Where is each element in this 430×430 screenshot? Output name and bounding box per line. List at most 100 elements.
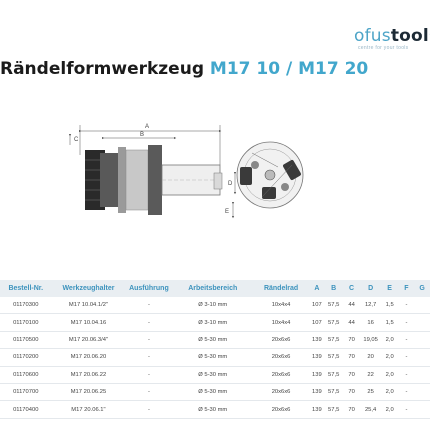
table-cell: M17 10.04.1/2"	[51, 297, 126, 315]
table-cell	[414, 348, 430, 367]
table-cell: 01170400	[0, 400, 52, 419]
table-cell: M17 20.06.22	[51, 366, 126, 384]
table-cell: 01170200	[0, 348, 52, 367]
table-cell: 57,5	[324, 331, 343, 350]
title-main: Rändelformwerkzeug	[0, 59, 204, 79]
table-cell: 10x4x4	[253, 313, 310, 332]
table-cell: 57,5	[324, 383, 343, 402]
table-cell: 20x6x6	[253, 400, 310, 419]
table-cell: Ø 3-10 mm	[172, 313, 254, 332]
table-cell: 57,5	[324, 348, 343, 367]
table-cell: 44	[342, 297, 361, 315]
table-cell: 139	[309, 400, 325, 419]
table-cell: -	[125, 297, 173, 315]
table-cell: 20x6x6	[253, 383, 310, 402]
table-cell: 01170700	[0, 383, 52, 402]
table-cell: 2,0	[380, 348, 399, 367]
brand-tagline: centre for your tools	[358, 45, 409, 51]
column-header: Rändelrad	[253, 280, 310, 297]
column-header: A	[309, 280, 325, 297]
table-row: 01170200 M17 20.06.20 - Ø 5-30 mm 20x6x6…	[0, 348, 430, 367]
table-cell: -	[398, 400, 415, 419]
table-cell: Ø 5-30 mm	[172, 366, 254, 384]
table-cell: M17 20.06.1"	[51, 400, 126, 419]
table-cell: -	[125, 400, 173, 419]
table-cell: 1,5	[380, 297, 399, 315]
table-cell: M17 20.06.25	[51, 383, 126, 402]
table-cell	[414, 297, 430, 315]
table-row: 01170400 M17 20.06.1" - Ø 5-30 mm 20x6x6…	[0, 400, 430, 419]
brand-name-part2: tools	[390, 26, 430, 46]
table-cell: -	[398, 313, 415, 332]
table-cell: 10x4x4	[253, 297, 310, 315]
table-cell: 01170500	[0, 331, 52, 350]
column-header: G	[414, 280, 430, 297]
table-cell: 70	[342, 383, 361, 402]
dim-label-e: E	[225, 209, 229, 215]
table-cell: 70	[342, 348, 361, 367]
dim-label-a: A	[145, 124, 149, 130]
table-cell: 57,5	[324, 400, 343, 419]
table-cell: -	[398, 297, 415, 315]
table-cell: 57,5	[324, 297, 343, 315]
table-cell	[414, 400, 430, 419]
column-header: B	[324, 280, 343, 297]
table-row: 01170500 M17 20.06.3/4" - Ø 5-30 mm 20x6…	[0, 331, 430, 350]
column-header: Bestell-Nr.	[0, 280, 52, 297]
brand-logo: ofustools	[354, 26, 430, 46]
table-row: 01170100 M17 10.04.16 - Ø 3-10 mm 10x4x4…	[0, 313, 430, 332]
table-cell	[414, 313, 430, 332]
table-cell: 57,5	[324, 366, 343, 384]
table-cell: 70	[342, 331, 361, 350]
table-cell: -	[398, 348, 415, 367]
table-cell: Ø 5-30 mm	[172, 400, 254, 419]
page-title: Rändelformwerkzeug M17 10 / M17 20	[0, 59, 368, 79]
table-cell: 139	[309, 331, 325, 350]
column-header: F	[398, 280, 415, 297]
dim-label-b: B	[140, 132, 144, 138]
table-cell: -	[398, 331, 415, 350]
table-cell: 01170300	[0, 297, 52, 315]
column-header: Ausführung	[125, 280, 173, 297]
dim-label-c: C	[74, 137, 79, 143]
product-table: Bestell-Nr. Werkzeughalter Ausführung Ar…	[0, 280, 430, 419]
table-cell: 70	[342, 366, 361, 384]
table-cell: 2,0	[380, 366, 399, 384]
table-row: 01170600 M17 20.06.22 - Ø 5-30 mm 20x6x6…	[0, 366, 430, 384]
table-cell	[414, 331, 430, 350]
technical-drawing: A B C D E	[68, 124, 304, 219]
table-cell: 139	[309, 383, 325, 402]
table-cell: Ø 5-30 mm	[172, 383, 254, 402]
table-cell: 01170600	[0, 366, 52, 384]
table-cell: M17 20.06.3/4"	[51, 331, 126, 350]
table-cell: -	[125, 366, 173, 384]
table-cell: 1,5	[380, 313, 399, 332]
table-cell: Ø 5-30 mm	[172, 348, 254, 367]
table-cell: 139	[309, 348, 325, 367]
column-header: Arbeitsbereich	[172, 280, 254, 297]
table-cell: -	[125, 348, 173, 367]
table-cell: 107	[309, 313, 325, 332]
table-cell: 01170100	[0, 313, 52, 332]
table-cell: 2,0	[380, 383, 399, 402]
table-cell: 16	[360, 313, 381, 332]
table-cell: -	[398, 366, 415, 384]
table-cell: 2,0	[380, 331, 399, 350]
brand-name-part1: ofus	[354, 26, 391, 46]
table-cell	[414, 383, 430, 402]
title-model: M17 10 / M17 20	[209, 59, 369, 79]
column-header: E	[380, 280, 399, 297]
table-cell: 20x6x6	[253, 348, 310, 367]
table-cell: 20	[360, 348, 381, 367]
table-cell: 57,5	[324, 313, 343, 332]
table-cell: 20x6x6	[253, 366, 310, 384]
table-cell: M17 20.06.20	[51, 348, 126, 367]
dimension-lines	[68, 125, 237, 219]
dimension-labels: A B C D E	[74, 124, 233, 215]
table-row: 01170700 M17 20.06.25 - Ø 5-30 mm 20x6x6…	[0, 383, 430, 402]
table-cell: 12,7	[360, 297, 381, 315]
table-cell: 2,0	[380, 400, 399, 419]
front-view	[236, 141, 304, 209]
table-cell: 25	[360, 383, 381, 402]
column-header: C	[342, 280, 361, 297]
